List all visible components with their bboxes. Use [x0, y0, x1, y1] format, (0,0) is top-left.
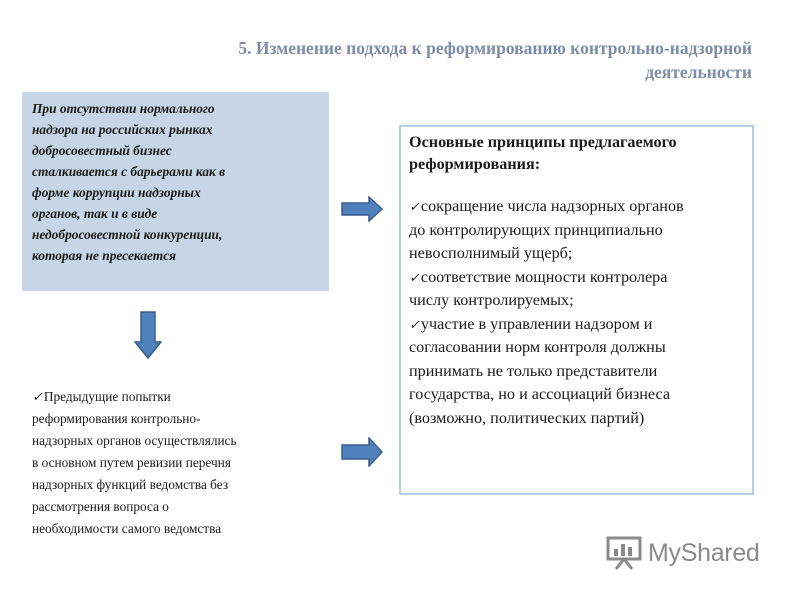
text-line: ✓Предыдущие попытки [32, 386, 342, 408]
presentation-board-icon [606, 536, 642, 570]
check-icon: ✓ [409, 199, 420, 214]
text-line: ✓участие в управлении надзором и [409, 313, 744, 337]
arrow-down-icon [134, 311, 162, 359]
arrow-right-icon [341, 196, 383, 222]
principles-box: Основные принципы предлагаемого реформир… [399, 125, 754, 495]
myshared-logo: MyShared [606, 536, 760, 570]
check-icon: ✓ [32, 389, 43, 404]
text-line: При отсутствии нормального [32, 101, 215, 116]
text-line: форме коррупции надзорных [32, 185, 201, 200]
item-text: соответствие мощности контролера [420, 267, 668, 286]
slide-title: 5. Изменение подхода к реформированию ко… [140, 36, 752, 84]
text-line: числу контролируемых; [409, 291, 574, 309]
item-text: сокращение числа надзорных органов [420, 197, 684, 215]
text-line: необходимости самого ведомства [32, 521, 222, 536]
list-item: ✓сокращение числа надзорных органов до к… [409, 195, 744, 266]
text-line: ✓соответствие мощности контролера [409, 266, 744, 290]
check-icon: ✓ [409, 316, 420, 332]
title-line: 5. Изменение подхода к реформированию ко… [238, 38, 752, 58]
text-line: (возможно, политических партий) [409, 408, 645, 427]
text-line: государства, но и ассоциаций бизнеса [409, 385, 671, 403]
logo-text: MyShared [648, 538, 760, 567]
text-line: до контролирующих принципиально [409, 220, 663, 239]
text-line: согласовании норм контроля должны [409, 338, 666, 356]
text-line: которая не пресекается [32, 248, 177, 263]
text-line: недобросовестной конкуренции, [32, 227, 223, 242]
problem-box: При отсутствии нормального надзора на ро… [22, 92, 329, 291]
item-text: Предыдущие попытки [43, 389, 171, 404]
title-line: деятельности [645, 62, 752, 82]
text-line: в основном путем ревизии перечня [32, 455, 231, 470]
heading-line: реформирования: [409, 155, 541, 173]
text-line: ✓сокращение числа надзорных органов [409, 195, 744, 219]
principles-heading: Основные принципы предлагаемого реформир… [409, 131, 744, 175]
arrow-right-icon [341, 437, 383, 467]
text-line: принимать не только представители [409, 361, 658, 380]
text-line: надзорных органов осуществлялись [32, 433, 237, 448]
text-line: сталкивается с барьерами как в [32, 164, 226, 179]
previous-attempts-text: ✓Предыдущие попытки реформирования контр… [32, 386, 342, 540]
text-line: добросовестный бизнес [32, 143, 172, 158]
list-item: ✓участие в управлении надзором и согласо… [409, 313, 744, 431]
text-line: реформирования контрольно- [32, 411, 201, 426]
text-line: надзорных функций ведомства без [32, 477, 229, 492]
item-text: участие в управлении надзором и [420, 314, 653, 333]
heading-line: Основные принципы предлагаемого [409, 133, 677, 151]
principles-list: ✓сокращение числа надзорных органов до к… [409, 195, 744, 430]
problem-text: При отсутствии нормального надзора на ро… [32, 98, 321, 266]
check-icon: ✓ [409, 269, 420, 285]
list-item: ✓соответствие мощности контролера числу … [409, 266, 744, 313]
text-line: органов, так и в виде [32, 206, 158, 221]
text-line: надзора на российских рынках [32, 122, 213, 137]
text-line: рассмотрения вопроса о [32, 499, 169, 514]
text-line: невосполнимый ущерб; [409, 244, 573, 262]
